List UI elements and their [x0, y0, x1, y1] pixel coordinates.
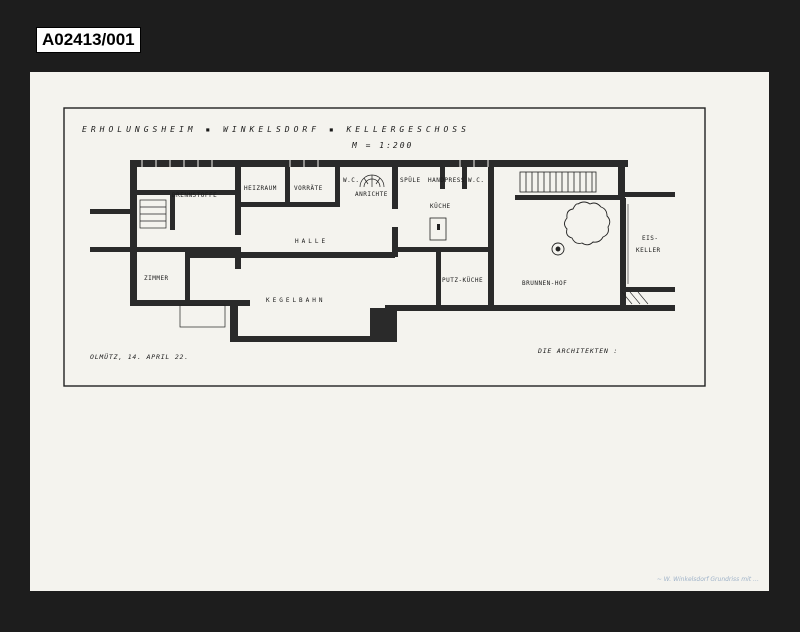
kitchen-stove: [429, 217, 447, 241]
room-vorraete: VORRÄTE: [294, 185, 323, 192]
walls: [90, 160, 675, 342]
place-date: OLMÜTZ, 14. APRIL 22.: [90, 352, 189, 361]
drawing-frame: [63, 107, 706, 387]
floor-plan: ERHOLUNGSHEIM ▪ WINKELSDORF ▪ KELLERGESC…: [63, 107, 706, 387]
side-stair: [139, 199, 167, 229]
drawing-sheet: ERHOLUNGSHEIM ▪ WINKELSDORF ▪ KELLERGESC…: [30, 72, 769, 591]
drawing-title: ERHOLUNGSHEIM ▪ WINKELSDORF ▪ KELLERGESC…: [82, 125, 470, 134]
room-halle: HALLE: [295, 238, 328, 245]
room-eis: EIS-: [642, 235, 658, 242]
room-anrichte: ANRICHTE: [355, 191, 388, 198]
courtyard-tree: [551, 201, 611, 256]
archive-id-label: A02413/001: [36, 27, 141, 53]
spiral-stair: [359, 174, 385, 188]
room-keller: KELLER: [636, 247, 661, 254]
room-putzkueche: PUTZ-KÜCHE: [442, 277, 483, 284]
room-brunnenhof: BRUNNEN-HOF: [522, 280, 567, 287]
eiskeller-hatch: [621, 204, 649, 305]
room-zimmer: ZIMMER: [144, 275, 169, 282]
pencil-note: ~ W. Winkelsdorf Grundriss mit …: [656, 576, 759, 583]
drawing-scale: M = 1:200: [351, 141, 413, 150]
room-wc-left: W.C.: [343, 177, 359, 184]
kitchen-stove-mark: [437, 224, 440, 230]
architects-signature-line: DIE ARCHITEKTEN :: [537, 347, 618, 355]
light-well: [179, 304, 226, 328]
main-stair: [519, 171, 597, 193]
room-kueche: KÜCHE: [430, 203, 451, 210]
room-handpress: HANDPRESS: [428, 177, 465, 184]
room-wc-right: W.C.: [468, 177, 484, 184]
room-kegelbahn: KEGELBAHN: [266, 297, 326, 304]
room-spuele: SPÜLE: [400, 177, 421, 184]
room-brennstoffe: BRENNSTOFFE: [172, 192, 217, 199]
room-heizraum: HEIZRAUM: [244, 185, 277, 192]
